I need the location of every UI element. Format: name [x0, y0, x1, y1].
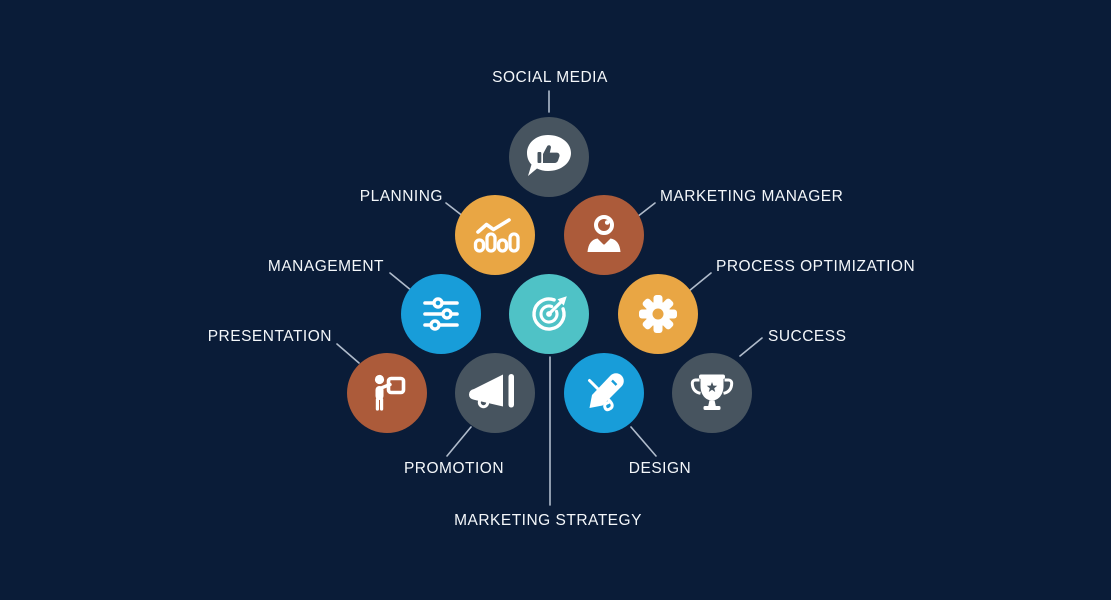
label-process-optimization: PROCESS OPTIMIZATION: [716, 258, 916, 275]
trophy-icon: [690, 374, 734, 410]
sliders-icon: [423, 297, 459, 331]
node-social-media: [509, 117, 589, 197]
megaphone-icon: [469, 374, 514, 409]
node-presentation: [347, 353, 427, 433]
node-success: [672, 353, 752, 433]
person-icon: [587, 215, 621, 252]
label-management: MANAGEMENT: [267, 258, 384, 275]
label-social-media: SOCIAL MEDIA: [492, 69, 608, 86]
node-management: [401, 274, 481, 354]
label-presentation: PRESENTATION: [207, 328, 332, 345]
label-marketing-strategy: MARKETING STRATEGY: [454, 512, 642, 529]
node-planning: [455, 195, 535, 275]
node-process-optimization: [618, 274, 698, 354]
pencil-tool-icon: [588, 373, 624, 412]
speech-bubble-thumbs-up-icon: [527, 135, 571, 176]
gear-icon: [639, 295, 677, 333]
node-marketing-strategy: [509, 274, 589, 354]
bar-chart-trend-icon: [473, 218, 520, 253]
label-planning: PLANNING: [359, 188, 443, 205]
label-design: DESIGN: [628, 460, 692, 477]
label-promotion: PROMOTION: [403, 460, 505, 477]
node-marketing-manager: [564, 195, 644, 275]
label-success: SUCCESS: [768, 328, 847, 345]
label-marketing-manager: MARKETING MANAGER: [660, 188, 844, 205]
node-design: [564, 353, 644, 433]
node-promotion: [455, 353, 535, 433]
presenter-whiteboard-icon: [374, 374, 406, 411]
target-dart-icon: [532, 296, 567, 331]
